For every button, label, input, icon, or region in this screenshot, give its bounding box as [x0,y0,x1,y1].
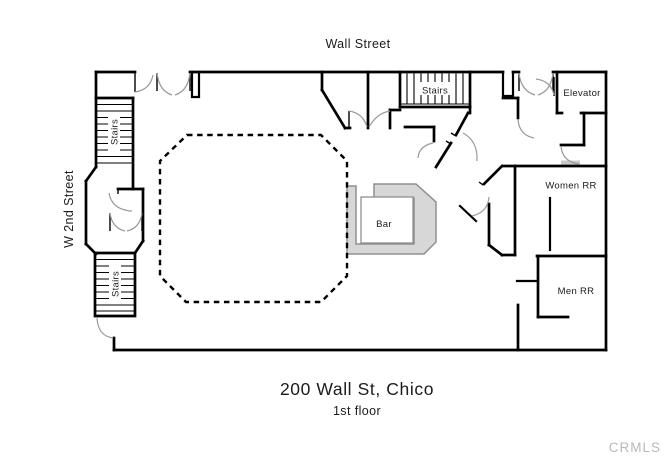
walls [84,70,608,352]
street-label-top: Wall Street [325,37,390,51]
label-bg [416,82,455,95]
door-threshold [561,160,580,165]
door-stop [478,181,484,186]
door-stop [445,132,457,145]
plan-title: 200 Wall St, Chico [280,379,434,399]
bar-label: Bar [376,219,392,230]
bar-counter-inner [360,196,414,244]
door-arc [96,317,114,339]
door-arc [471,196,490,217]
crmls-watermark: CRMLS [609,440,661,455]
door-leaf [458,204,478,223]
stairs-nw-label: Stairs [110,119,121,145]
door-arc [109,212,143,232]
door-arc [134,74,154,93]
door-leaf [348,111,391,128]
door-arc [462,132,478,162]
label-bg [109,264,121,304]
door-arc [517,118,535,139]
door-arc [108,192,133,212]
door-leaf [109,213,143,231]
door-arc [156,72,191,96]
door-arc [560,146,580,165]
door-arc [518,72,554,96]
stairs-top-label: Stairs [422,86,448,97]
men-rr-label: Men RR [558,286,595,297]
stairs-sw-label: Stairs [111,271,122,297]
elevator-label: Elevator [563,88,600,99]
women-rr-label: Women RR [545,181,596,192]
bar-counter [346,183,437,255]
street-label-left: W 2nd Street [62,170,76,248]
label-bg [108,112,120,152]
door-arc [535,78,555,96]
door-arc [348,110,391,128]
doors [96,72,580,339]
door-arc [417,142,434,159]
labels: Stairs Stairs Stairs Elevator Women RR M… [62,37,661,455]
dance-floor-outline [158,133,349,304]
plan-subtitle: 1st floor [333,404,381,418]
